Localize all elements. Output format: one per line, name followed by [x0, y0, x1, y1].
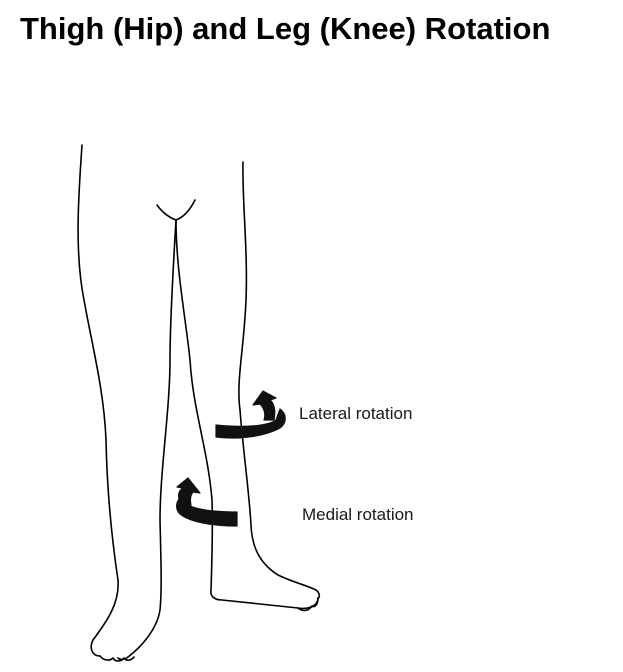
medial-rotation-arrow — [176, 477, 238, 527]
page-title: Thigh (Hip) and Leg (Knee) Rotation — [20, 11, 551, 46]
lateral-rotation-arrow — [215, 390, 286, 439]
right-leg-inner-outline — [175, 219, 319, 610]
left-foot-toes — [99, 655, 135, 662]
crotch-curve — [156, 199, 196, 221]
right-foot-toes — [297, 597, 319, 612]
left-leg-inner-outline — [117, 219, 177, 661]
medial-rotation-label: Medial rotation — [302, 505, 414, 524]
lateral-rotation-label: Lateral rotation — [299, 404, 413, 423]
left-leg-outer-outline — [77, 144, 119, 657]
right-leg-outer-outline — [238, 161, 321, 599]
